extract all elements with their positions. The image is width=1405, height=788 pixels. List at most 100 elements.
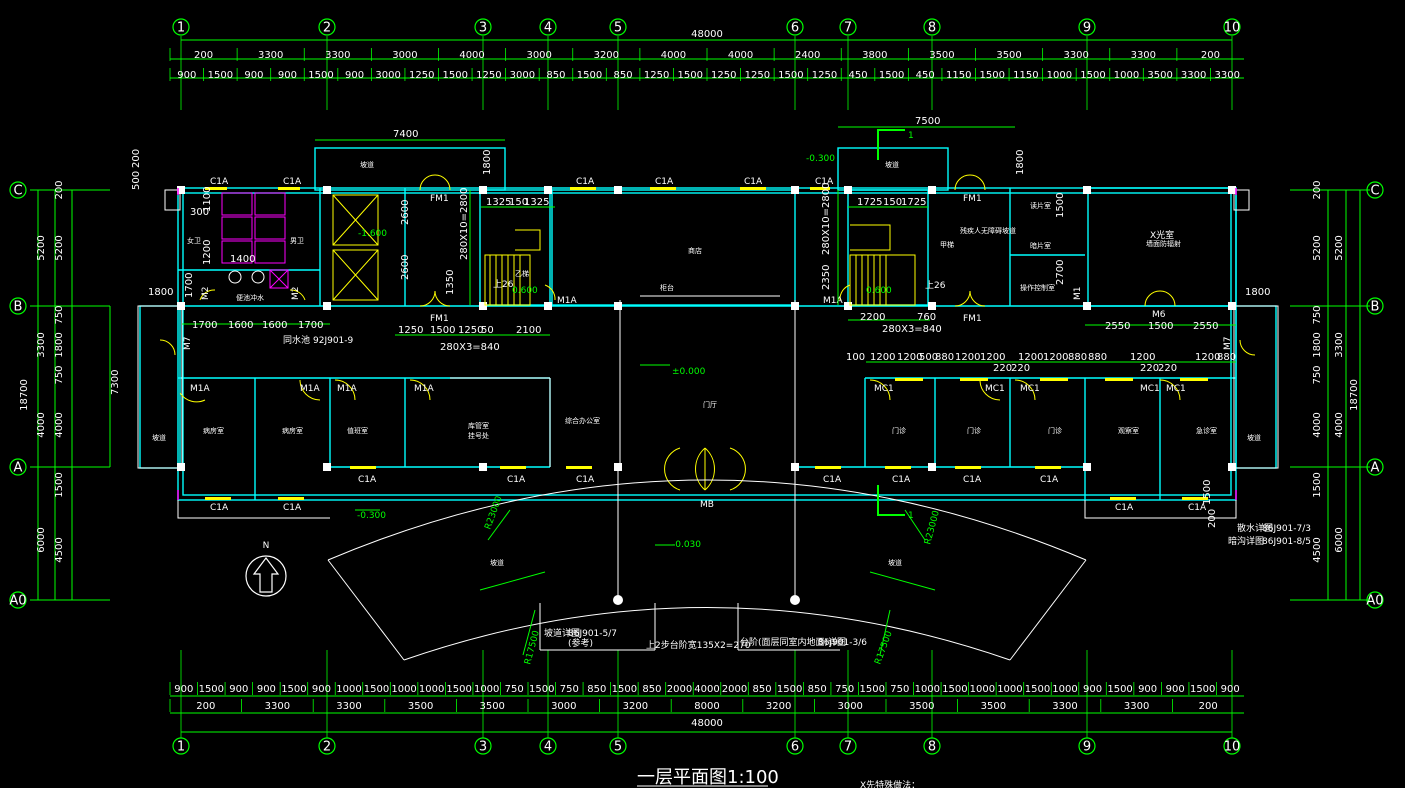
dim: 7400	[393, 129, 418, 140]
right-outer-dim: 4000	[1334, 412, 1345, 437]
left-dimension-lines	[30, 189, 111, 601]
bottom-dim-1: 900	[1166, 684, 1185, 695]
grid-bubble-top: 8	[928, 21, 936, 36]
dim: 1200	[1043, 352, 1068, 363]
grid-bubble-bottom: 9	[1083, 740, 1091, 755]
anno: 86J901-3/6	[818, 638, 867, 648]
door-label: M1A	[557, 296, 577, 306]
anno-prefix: 散水详图	[1237, 522, 1273, 534]
grid-bubble-left-circle	[9, 458, 27, 476]
elev: -0.030	[672, 540, 701, 550]
dim: 2350	[821, 265, 832, 290]
grid-bubble-left: B	[14, 300, 23, 315]
north-label: N	[263, 541, 270, 551]
bottom-dim-2: 3000	[837, 701, 862, 712]
grid-bubble-top-circle	[172, 18, 190, 36]
top-dim-3: 1000	[1047, 70, 1072, 81]
dim: 1200	[1130, 352, 1155, 363]
structural-columns	[177, 186, 1236, 471]
grid-bubble-top: 2	[323, 21, 331, 36]
north-arrow	[245, 555, 287, 597]
door-label: M7	[183, 337, 193, 351]
dim: 280X10=2800	[459, 188, 470, 261]
side-dim: 1800	[148, 287, 173, 298]
grid-bubble-left-circle	[9, 181, 27, 199]
grid-bubble-top-circle	[1223, 18, 1241, 36]
grid-bubble-left: A	[14, 461, 23, 476]
dim: 280X10=2800	[821, 183, 832, 256]
dim: 1700	[184, 273, 195, 298]
section-mark-top: 1	[908, 131, 914, 141]
top-dim-2: 4000	[459, 50, 484, 61]
win-label: C1A	[963, 475, 982, 485]
top-dim-2: 3300	[325, 50, 350, 61]
win-label: C1A	[507, 475, 526, 485]
room-label: 库管室	[468, 421, 489, 430]
top-dim-3: 1250	[711, 70, 736, 81]
room-label: 坡道	[490, 558, 504, 567]
grid-bubble-bottom: 8	[928, 740, 936, 755]
dim: 1500	[1202, 480, 1213, 505]
window	[815, 466, 841, 469]
dim: 1725	[857, 197, 882, 208]
dim: 1200	[897, 352, 922, 363]
room-label: 甲梯	[940, 240, 954, 249]
left-outer-dim: 3300	[36, 332, 47, 357]
bottom-dim-2: 3300	[1124, 701, 1149, 712]
left-total-dim: 18700	[19, 379, 30, 411]
dim: 1250	[458, 325, 483, 336]
grid-bubble-top: 5	[614, 21, 622, 36]
top-dim-3: 1250	[476, 70, 501, 81]
top-dim-2: 3800	[862, 50, 887, 61]
room-label: 柜台	[660, 283, 674, 292]
room-label: 坡道	[888, 558, 902, 567]
left-outer-dim: 5200	[36, 235, 47, 260]
grid-bubble-left: A0	[9, 594, 26, 609]
elev: -0.300	[357, 511, 386, 521]
room-label: 门诊	[967, 426, 981, 435]
win-label: C1A	[815, 177, 834, 187]
side-dim: 500	[131, 171, 142, 190]
dim: 2550	[1105, 321, 1130, 332]
dim: 150	[509, 197, 528, 208]
dim: 1200	[955, 352, 980, 363]
dim: 1200	[980, 352, 1005, 363]
bottom-dim-1: 750	[890, 684, 909, 695]
room-label: 便池冲水	[236, 293, 264, 302]
door-label: FM1	[963, 194, 982, 204]
plan-dims	[182, 126, 1236, 363]
left-inner-dim: 4000	[54, 412, 65, 437]
room-label: 挂号处	[468, 431, 489, 440]
win-label: C1A	[1040, 475, 1059, 485]
column	[323, 302, 331, 310]
top-dim-3: 1500	[308, 70, 333, 81]
door-label: MC1	[1140, 384, 1160, 394]
top-dim-3: 1250	[644, 70, 669, 81]
window	[960, 378, 988, 381]
grid-bubble-right: B	[1371, 300, 1380, 315]
win-label: C1A	[1115, 503, 1134, 513]
dim: 7500	[915, 116, 940, 127]
bottom-dim-1: 1000	[474, 684, 499, 695]
top-dim-3: 1500	[980, 70, 1005, 81]
dim: 280X3=840	[440, 342, 500, 353]
grid-bubble-top-circle	[318, 18, 336, 36]
window-labels: C1A C1A C1A C1A C1A C1A C1A C1A C1A C1A …	[183, 177, 1233, 513]
bottom-dim-1: 750	[505, 684, 524, 695]
top-dim-3: 1150	[1013, 70, 1038, 81]
dim: 1250	[398, 325, 423, 336]
top-dim-3: 1500	[208, 70, 233, 81]
section-mark-bottom: 1	[908, 511, 914, 521]
dim: 200	[1207, 509, 1218, 528]
elev: ±0.000	[672, 367, 706, 377]
dim: 1200	[1018, 352, 1043, 363]
elev: -0.300	[806, 154, 835, 164]
radius: R17500	[523, 629, 542, 666]
window	[205, 497, 231, 500]
grid-bubble-top-circle	[786, 18, 804, 36]
window	[1040, 378, 1068, 381]
column	[177, 302, 185, 310]
room-label: X光室	[1150, 229, 1174, 241]
top-dim-3: 1500	[677, 70, 702, 81]
